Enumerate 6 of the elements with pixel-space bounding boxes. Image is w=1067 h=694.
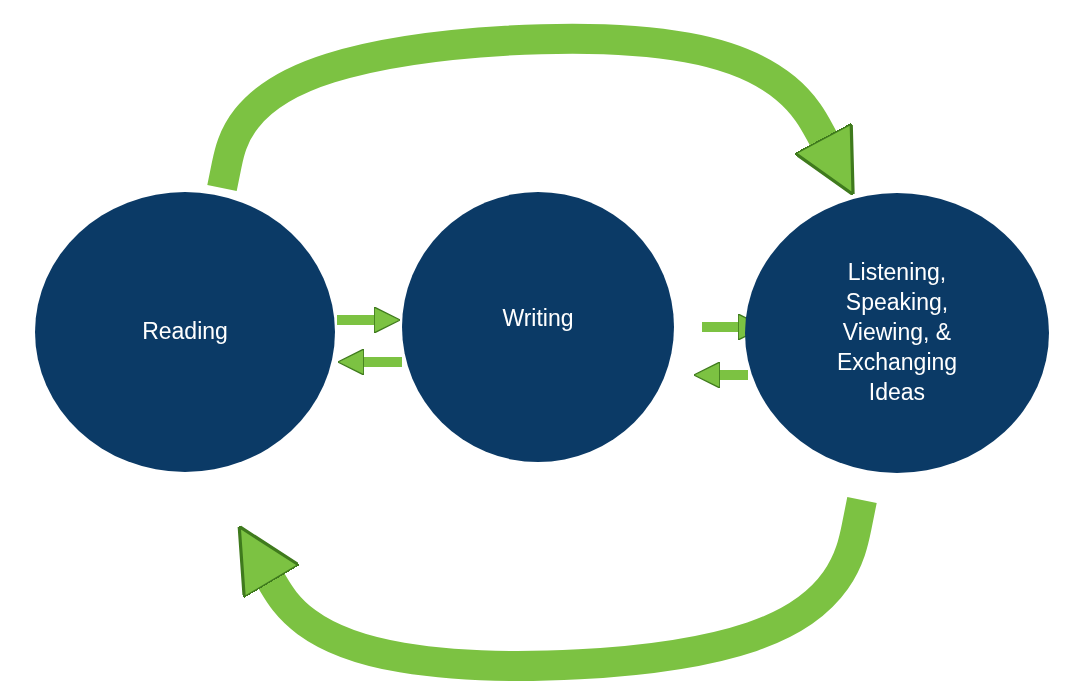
arrow [337,348,402,376]
node-label: Reading [142,317,228,347]
arrow [693,361,748,389]
node-label: Listening, Speaking, Viewing, & Exchanging Ideas [835,258,959,407]
arrow [337,306,401,334]
node-label: Writing [502,304,574,334]
